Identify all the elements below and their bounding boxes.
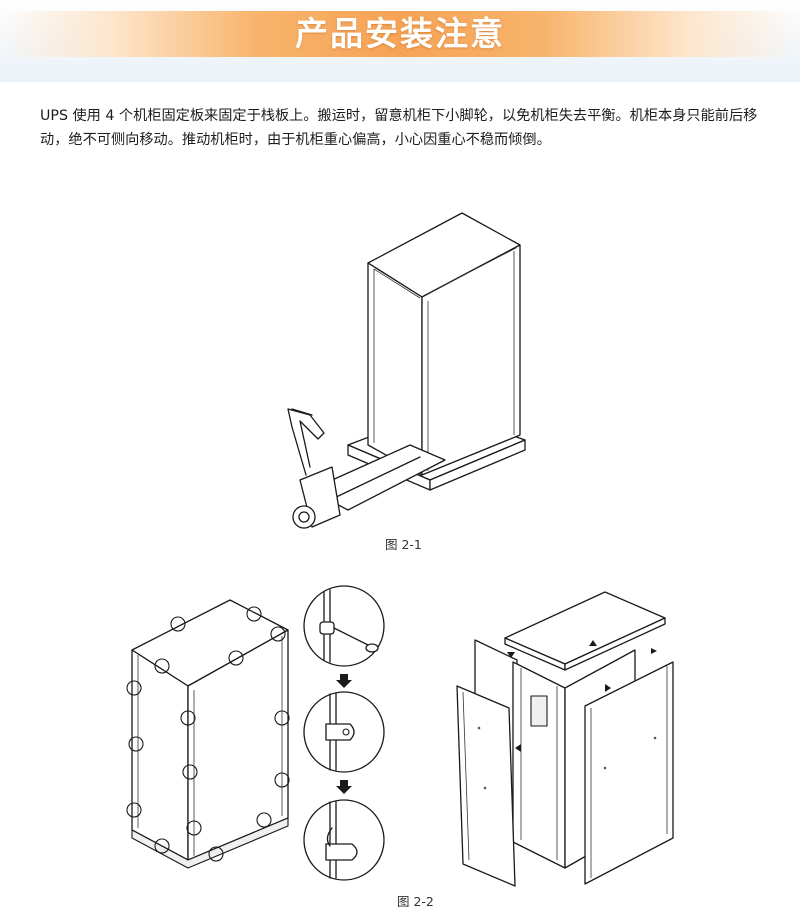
figure-2-2-crate-illustration: [118, 590, 298, 870]
body-paragraph: UPS 使用 4 个机柜固定板来固定于栈板上。搬运时，留意机柜下小脚轮，以免机柜…: [40, 108, 758, 148]
title-banner: [0, 11, 800, 57]
figure-2-2-detail-illustration: [300, 582, 390, 886]
figure-2-1-illustration: [270, 205, 540, 535]
page-title: 产品安装注意: [295, 14, 505, 53]
figure-2-2-disassembly-illustration: [455, 588, 685, 888]
figure-2-2-caption: 图 2-2: [397, 894, 434, 909]
figure-2-1-caption: 图 2-1: [385, 537, 422, 552]
